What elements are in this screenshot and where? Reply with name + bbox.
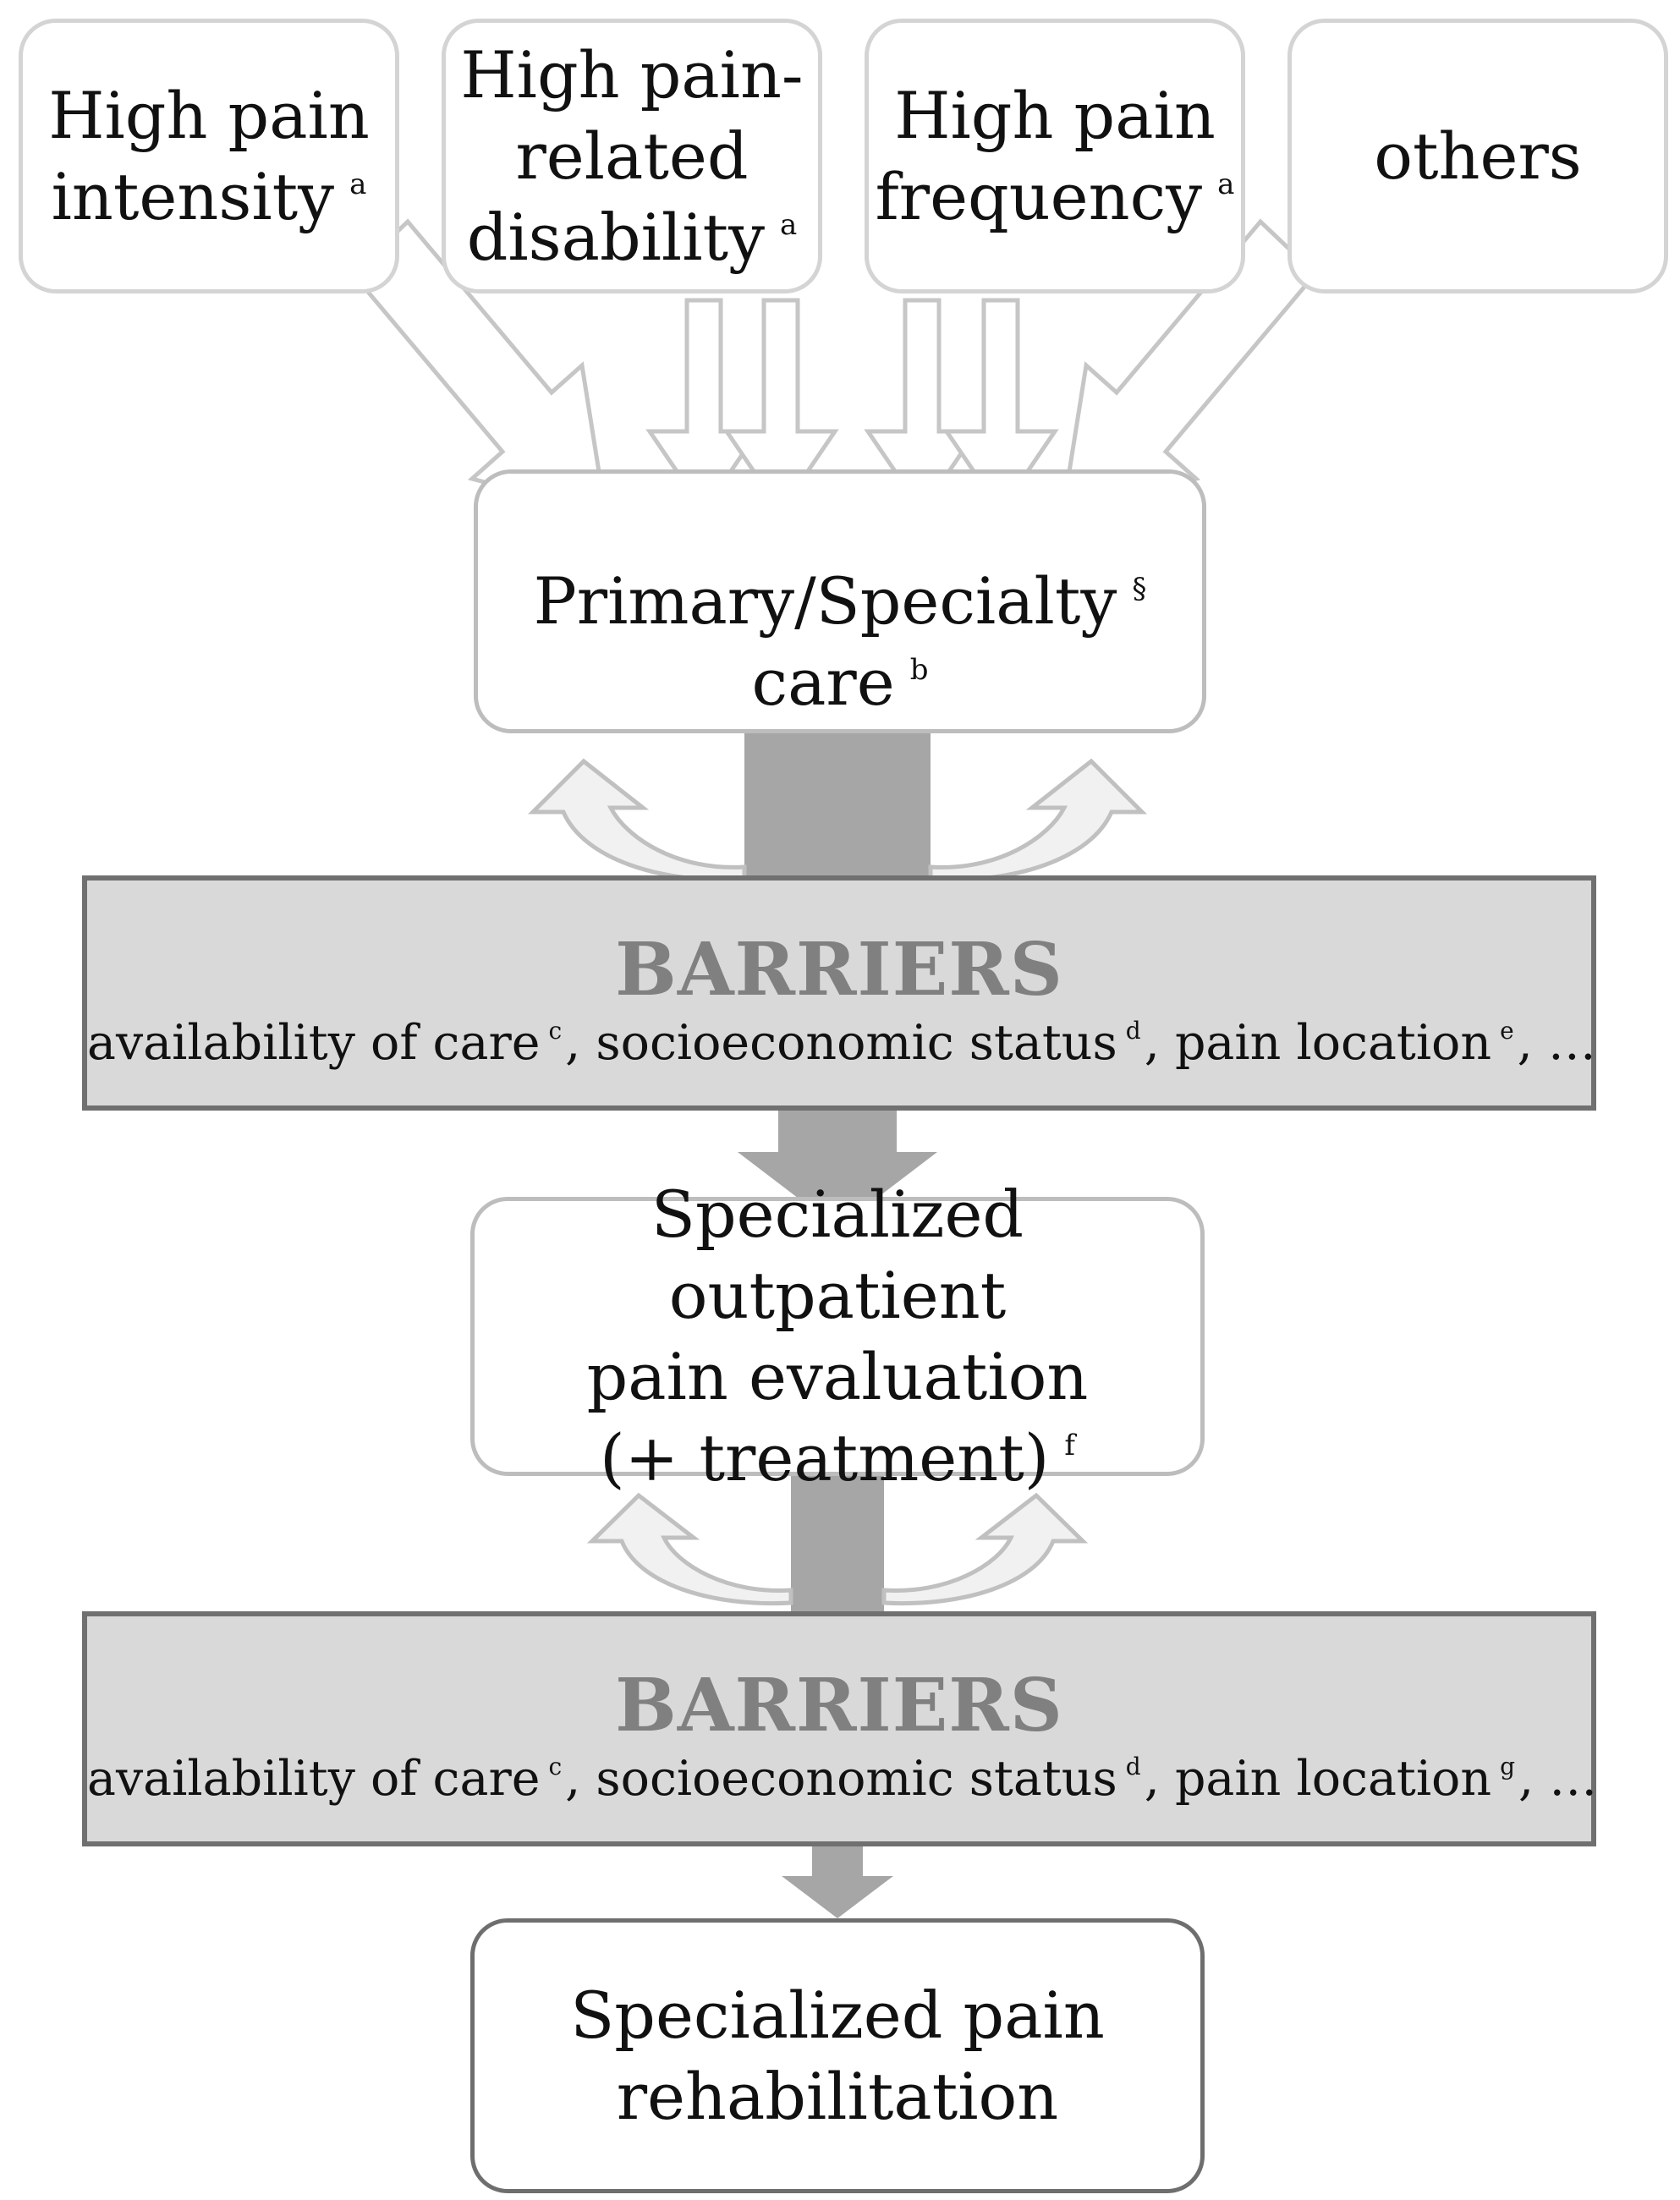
flow-down-arrow-2 (782, 1844, 893, 1918)
rehabilitation-box: Specialized pain rehabilitation (470, 1918, 1205, 2193)
rehabilitation-label: Specialized pain rehabilitation (570, 1977, 1105, 2134)
outpatient-box: Specialized outpatient pain evaluation (… (470, 1177, 1205, 1495)
flow-column-2 (791, 1472, 884, 1616)
deflect-arrow-left-1 (527, 758, 747, 883)
deflect-arrow-right-1 (928, 758, 1148, 883)
barriers-title-1: BARRIERS (615, 927, 1063, 1012)
outpatient-label: Specialized outpatient pain evaluation (… (586, 1177, 1089, 1495)
deflect-arrow-left-2 (586, 1492, 793, 1606)
source-box-others: others (1287, 19, 1668, 294)
source-label-others: others (1374, 118, 1582, 194)
barriers-title-2: BARRIERS (615, 1663, 1063, 1748)
deflect-arrow-right-2 (881, 1492, 1089, 1606)
footnote-marker: a (780, 207, 798, 242)
footnote-marker: a (349, 167, 367, 201)
footnote-marker: a (1217, 167, 1235, 201)
flow-down-arrow-1 (738, 1108, 937, 1228)
flow-column-1 (744, 727, 931, 880)
